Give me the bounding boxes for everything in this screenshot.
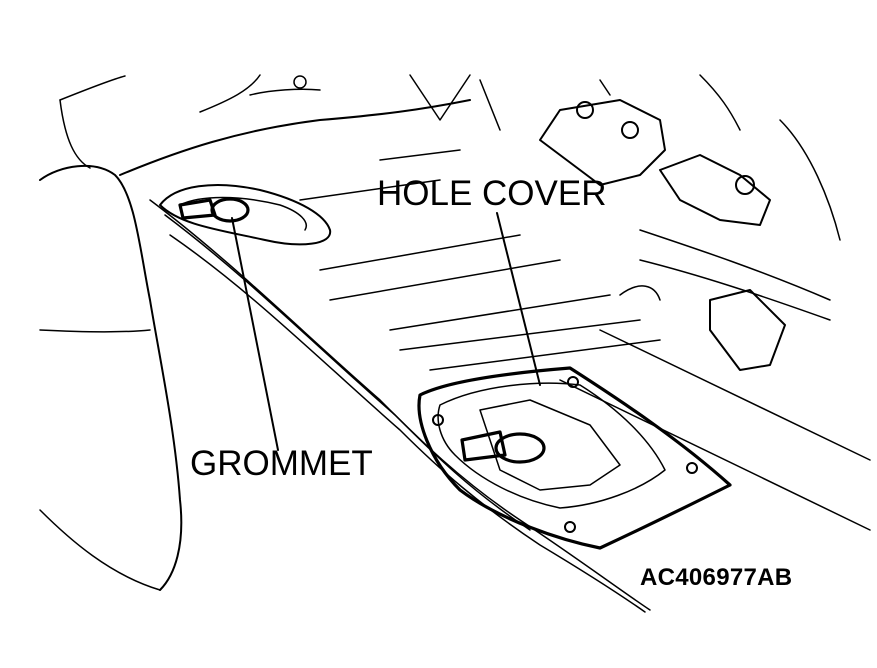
floor-tunnel (119, 74, 651, 613)
grommet-label: GROMMET (190, 444, 373, 483)
grommet-area (159, 184, 332, 246)
figure-code: AC406977AB (640, 564, 793, 591)
floor-ribs (299, 149, 871, 531)
leader-lines (231, 212, 541, 451)
seat-outline (39, 75, 183, 591)
hole-cover (417, 366, 732, 550)
seat-belt-bracket (293, 74, 841, 371)
grommet-leader (231, 217, 279, 451)
hole-cover-leader (496, 212, 541, 386)
hole-cover-label: HOLE COVER (377, 174, 607, 213)
